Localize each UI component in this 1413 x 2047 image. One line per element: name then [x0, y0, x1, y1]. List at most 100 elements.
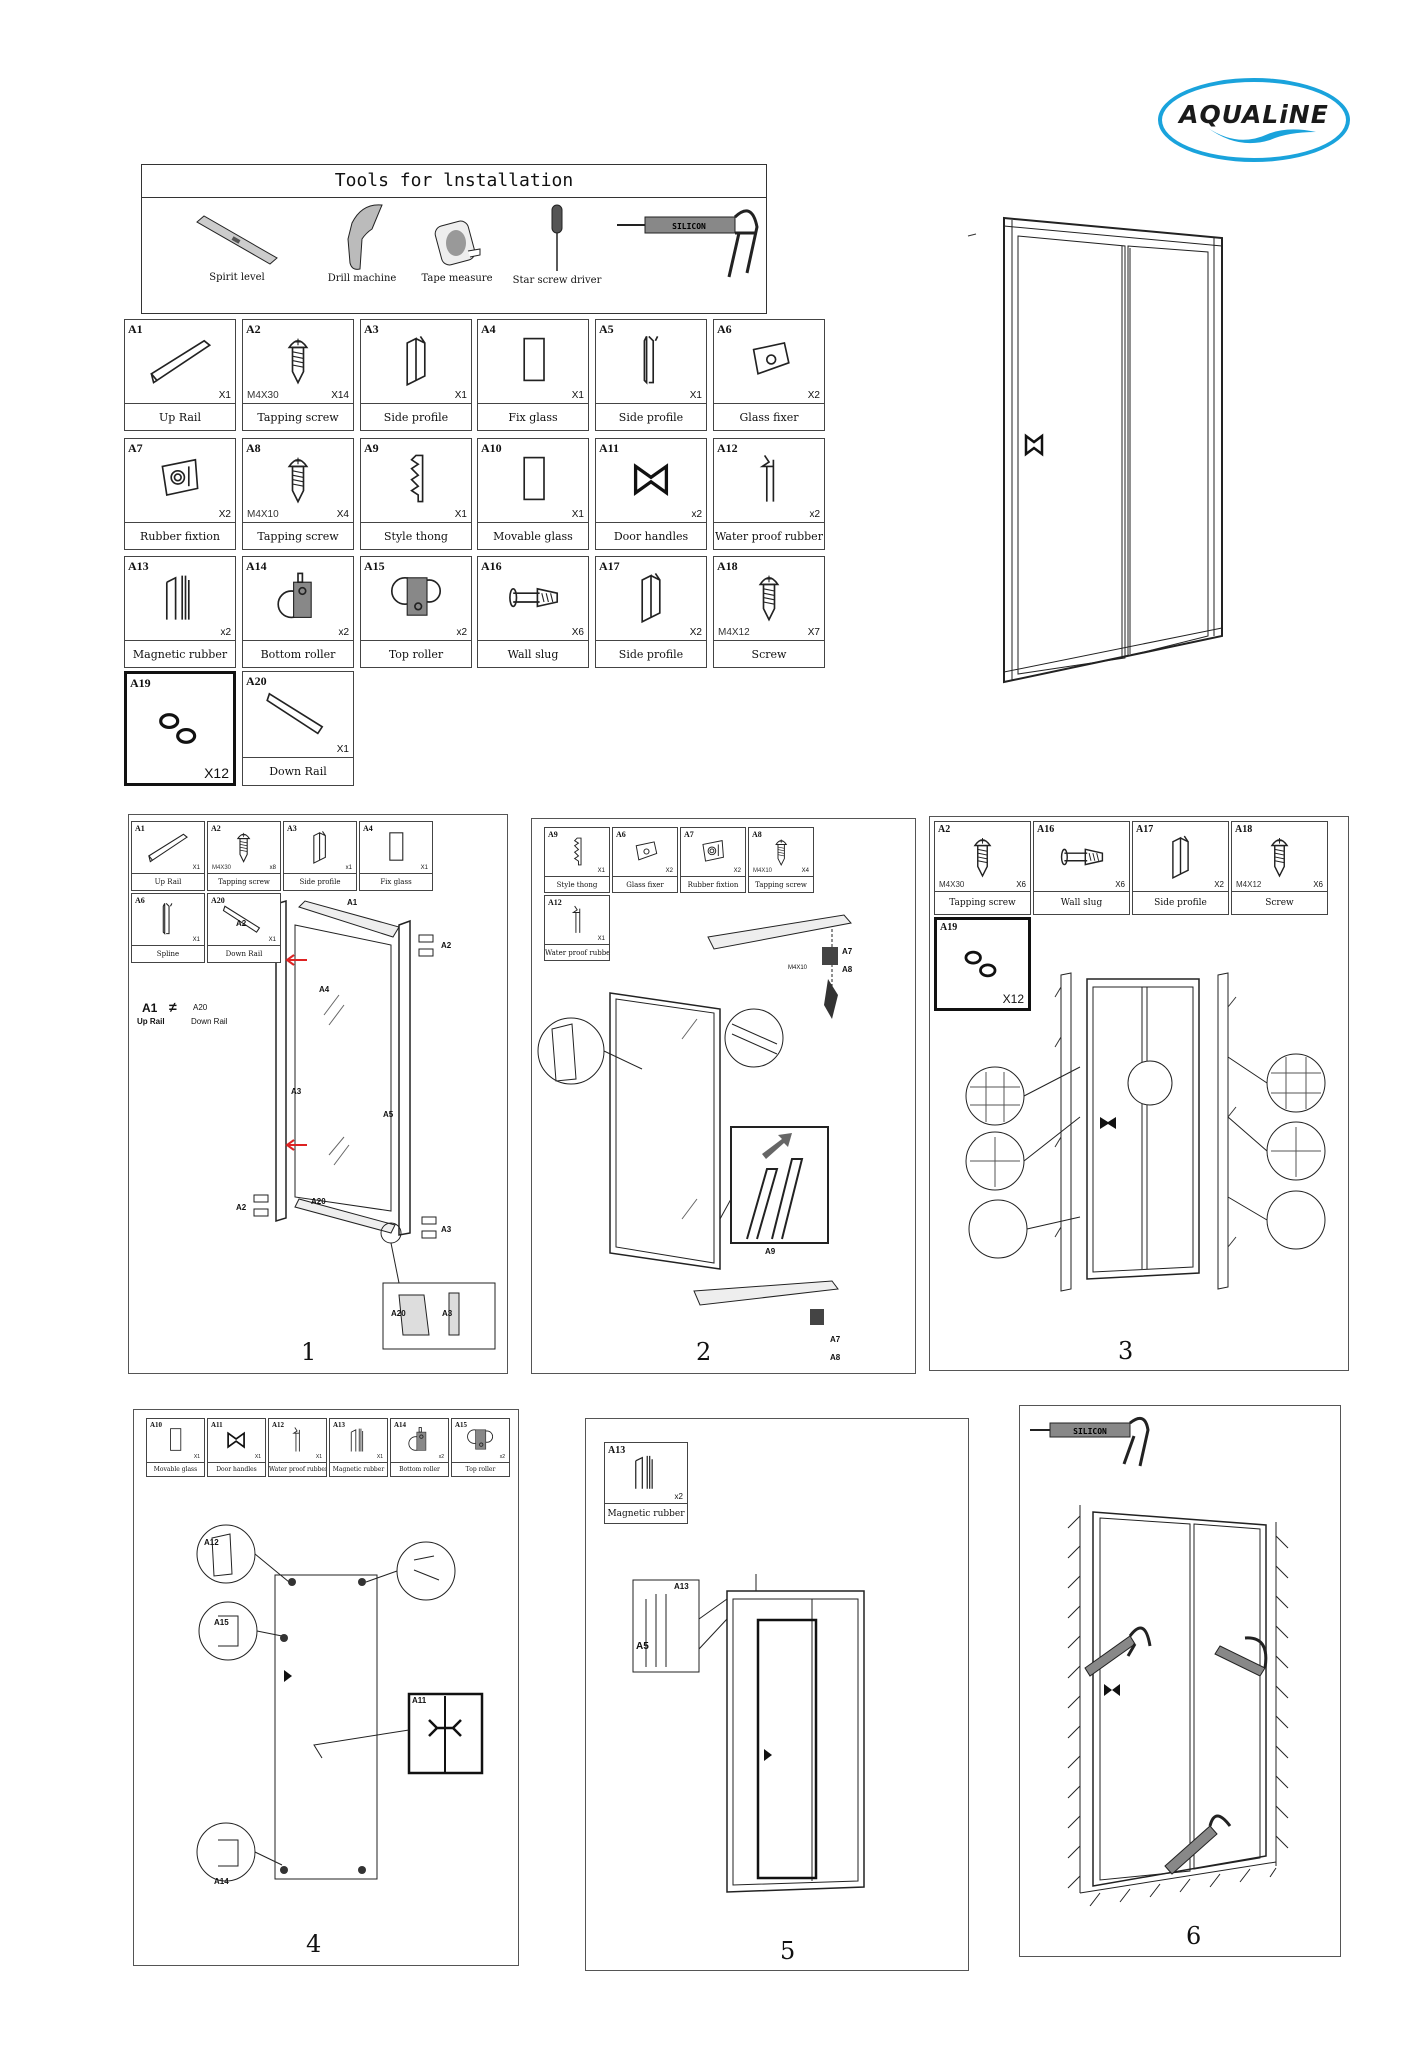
a20-label: A20: [193, 1003, 208, 1012]
part-quantity: x2: [499, 1454, 505, 1460]
tool-tape-measure: Tape measure: [402, 215, 512, 284]
part-name: Wall slug: [478, 640, 588, 667]
part-name: Spline: [132, 945, 204, 962]
part-quantity: X14: [331, 390, 349, 401]
profile2-icon: [163, 903, 173, 935]
part-id: A2: [211, 824, 221, 833]
fixer-icon: [635, 841, 658, 861]
part-name: Glass fixer: [613, 876, 677, 892]
part-id: A9: [548, 830, 558, 839]
part-name: Bottom roller: [243, 640, 353, 667]
part-name: Side profile: [361, 403, 471, 430]
up-rail-label: Up Rail: [137, 1017, 165, 1026]
screw-icon: [237, 832, 251, 863]
part-quantity: X4: [801, 868, 809, 874]
part-quantity: X2: [733, 868, 741, 874]
callout-a2: A2: [236, 1203, 247, 1212]
part-id: A18: [1235, 824, 1253, 835]
part-name: Tapping screw: [208, 873, 280, 890]
part-quantity: X1: [193, 1454, 200, 1460]
fixer-icon: [752, 342, 790, 375]
part-id: A9: [364, 441, 379, 455]
part-name: Up Rail: [132, 873, 204, 890]
roller-icon: [408, 1427, 427, 1451]
slug-icon: [1060, 848, 1104, 866]
part-name: Door handles: [208, 1462, 265, 1476]
part-name: Side profile: [1133, 891, 1228, 914]
rail-icon: [150, 339, 212, 384]
part-name: Up Rail: [125, 403, 235, 430]
part-quantity: X4: [336, 509, 349, 520]
part-id: A20: [211, 896, 225, 905]
part-quantity: X1: [689, 390, 702, 401]
down-rail-label: Down Rail: [191, 1017, 228, 1026]
screw-icon: [287, 457, 309, 504]
part-quantity: X6: [1115, 880, 1125, 889]
profile-icon: [1172, 835, 1189, 880]
tool-label: Spirit level: [209, 272, 265, 283]
thong-icon: [573, 837, 582, 866]
step-number: 4: [306, 1930, 322, 1958]
gun-text: SILICON: [672, 222, 706, 231]
part-id: A17: [1136, 824, 1154, 835]
part-spec: M4X30: [212, 865, 232, 871]
part-name: Tapping screw: [243, 403, 353, 430]
part-quantity: X1: [454, 390, 467, 401]
part-quantity: x2: [674, 1492, 683, 1501]
part-spec: M4X30: [247, 390, 279, 401]
callout-a2: A2: [236, 919, 247, 928]
callout-a9: A9: [765, 1247, 776, 1256]
part-id: A12: [548, 898, 562, 907]
part-id: A20: [246, 674, 267, 688]
screw-icon: [287, 338, 309, 385]
a1-label: A1: [142, 1001, 158, 1015]
glass-icon: [523, 337, 545, 382]
rail-icon: [148, 833, 189, 863]
profile2-icon: [643, 335, 659, 385]
part-name: Top roller: [361, 640, 471, 667]
part-name: Movable glass: [147, 1462, 204, 1476]
part-quantity: X1: [336, 744, 349, 755]
part-id: A13: [333, 1421, 346, 1429]
not-equal-symbol: ≠: [169, 999, 177, 1015]
part-id: A12: [272, 1421, 285, 1429]
part-id: A10: [150, 1421, 163, 1429]
handle-icon: [633, 463, 669, 497]
part-quantity: X1: [268, 937, 276, 943]
screw-icon: [1270, 837, 1289, 878]
part-quantity: x2: [220, 627, 231, 638]
part-quantity: x8: [269, 865, 276, 871]
callout-a15: A15: [214, 1618, 229, 1627]
callout-a12: A12: [204, 1538, 219, 1547]
part-spec: M4X12: [718, 627, 750, 638]
part-quantity: x1: [345, 865, 352, 871]
part-name: Rubber fixtion: [125, 522, 235, 549]
part-id: A11: [211, 1421, 223, 1429]
part-spec: M4X10: [753, 868, 773, 874]
part-id: A7: [684, 830, 694, 839]
part-quantity: X1: [597, 868, 605, 874]
part-id: A14: [246, 559, 267, 573]
screw-icon: [774, 839, 788, 867]
part-quantity: X1: [192, 937, 200, 943]
part-name: Door handles: [596, 522, 706, 549]
part-name: Tapping screw: [935, 891, 1030, 914]
callout-a1: A1: [347, 898, 358, 907]
part-id: A8: [752, 830, 762, 839]
